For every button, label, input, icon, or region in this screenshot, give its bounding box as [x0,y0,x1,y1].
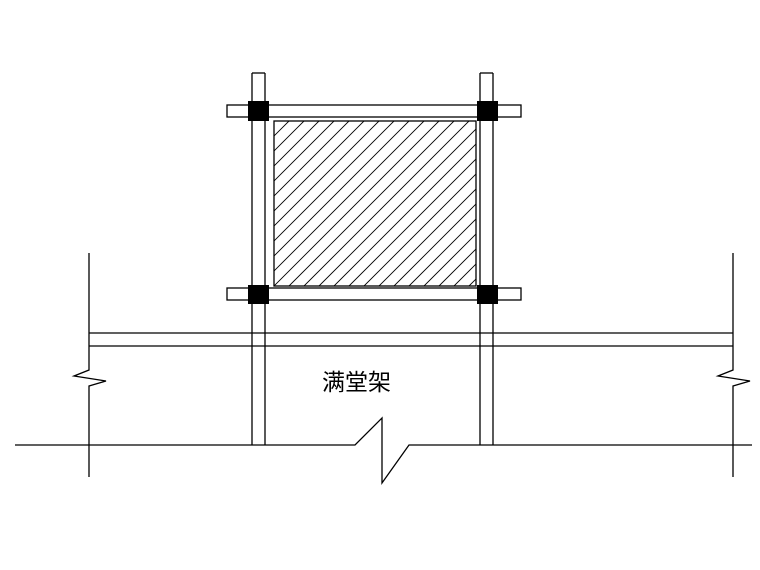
ground-break-line [15,416,752,486]
scaffold-label: 满堂架 [322,370,391,396]
hatch-line [274,121,365,212]
hatch-line [348,158,476,286]
clamp-top-left [248,101,269,121]
hatch-line [468,278,476,286]
hatch-line [274,121,410,257]
hatch-line [378,188,476,286]
hatch-line [274,121,290,137]
hatch-line [363,173,476,286]
left-scaffold-pole [251,72,266,445]
beam-section [273,120,477,287]
left-wall-break-line [71,253,107,477]
beam-hatch [274,121,476,286]
top-ledger [226,104,522,118]
hatch-line [274,121,440,286]
hatch-line [333,143,476,286]
floor-slab [89,332,733,347]
hatch-line [438,248,476,286]
hatch-line [274,121,320,167]
hatch-line [274,121,350,197]
hatch-line [274,121,395,242]
clamp-top-right [477,101,498,121]
hatch-line [423,233,476,286]
hatch-line [318,128,476,286]
hatch-line [274,121,335,182]
hatch-line [274,121,425,272]
hatch-line [274,121,380,227]
right-wall-break-line [715,253,751,477]
hatch-line [274,121,305,152]
hatch-line [453,263,476,286]
hatch-line [303,121,470,286]
clamps [248,101,498,304]
clamp-bottom-right [477,285,498,304]
clamp-bottom-left [248,285,269,304]
hatch-line [288,121,455,286]
hatch-line [408,218,476,286]
bottom-ledger [226,287,522,301]
right-scaffold-pole [479,72,494,445]
hatch-line [393,203,476,286]
